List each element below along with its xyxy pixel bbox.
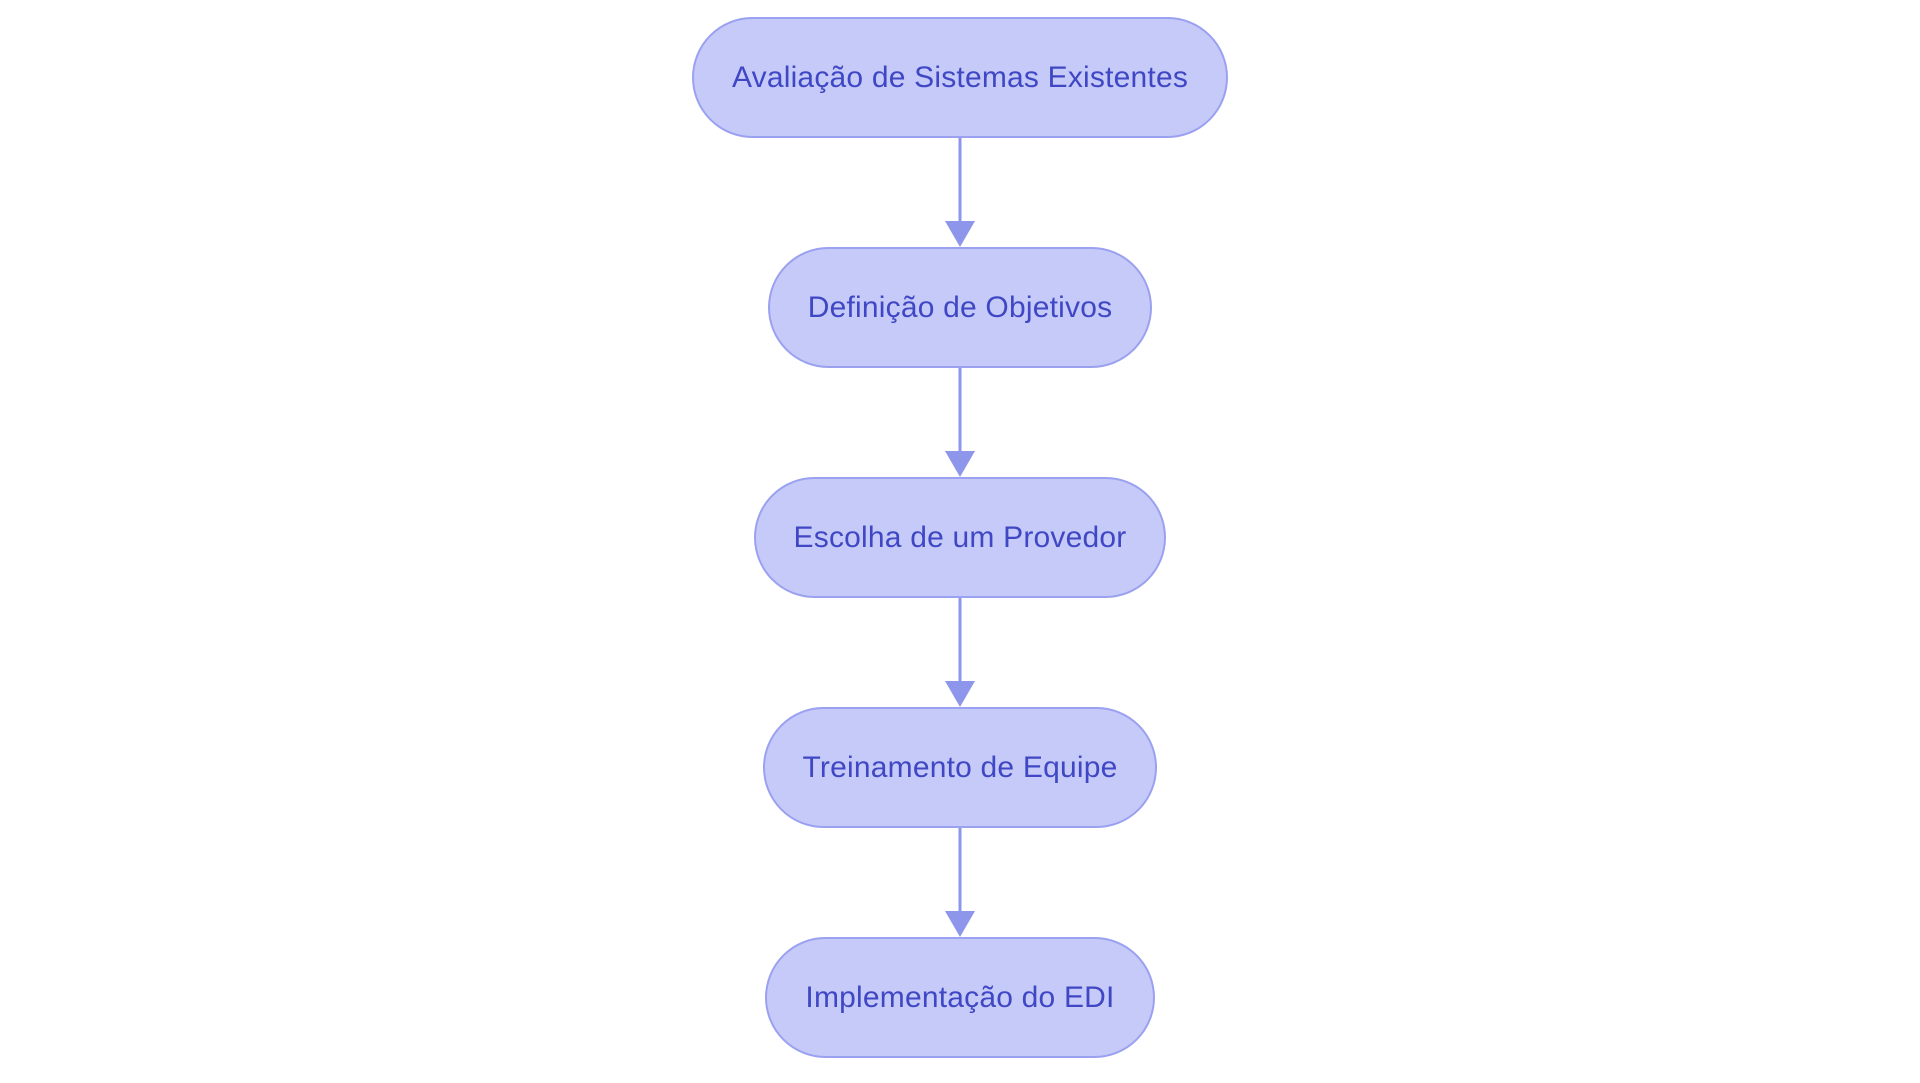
arrow-down-icon [945, 368, 975, 477]
flow-node-label: Escolha de um Provedor [793, 520, 1127, 554]
arrow-down-icon [945, 138, 975, 247]
flow-node-label: Treinamento de Equipe [802, 750, 1118, 784]
flow-node-label: Avaliação de Sistemas Existentes [731, 60, 1189, 94]
flow-node-label: Implementação do EDI [805, 980, 1115, 1014]
flow-node-definicao-de-objetivos: Definição de Objetivos [767, 247, 1153, 368]
arrow-down-icon [945, 828, 975, 937]
flow-node-implementacao-do-edi: Implementação do EDI [765, 937, 1155, 1058]
arrow-down-icon [945, 598, 975, 707]
flow-node-label: Definição de Objetivos [807, 290, 1113, 324]
flow-node-escolha-de-provedor: Escolha de um Provedor [753, 477, 1167, 598]
flow-node-treinamento-de-equipe: Treinamento de Equipe [762, 707, 1158, 828]
flow-node-avaliacao-de-sistemas: Avaliação de Sistemas Existentes [691, 17, 1229, 138]
